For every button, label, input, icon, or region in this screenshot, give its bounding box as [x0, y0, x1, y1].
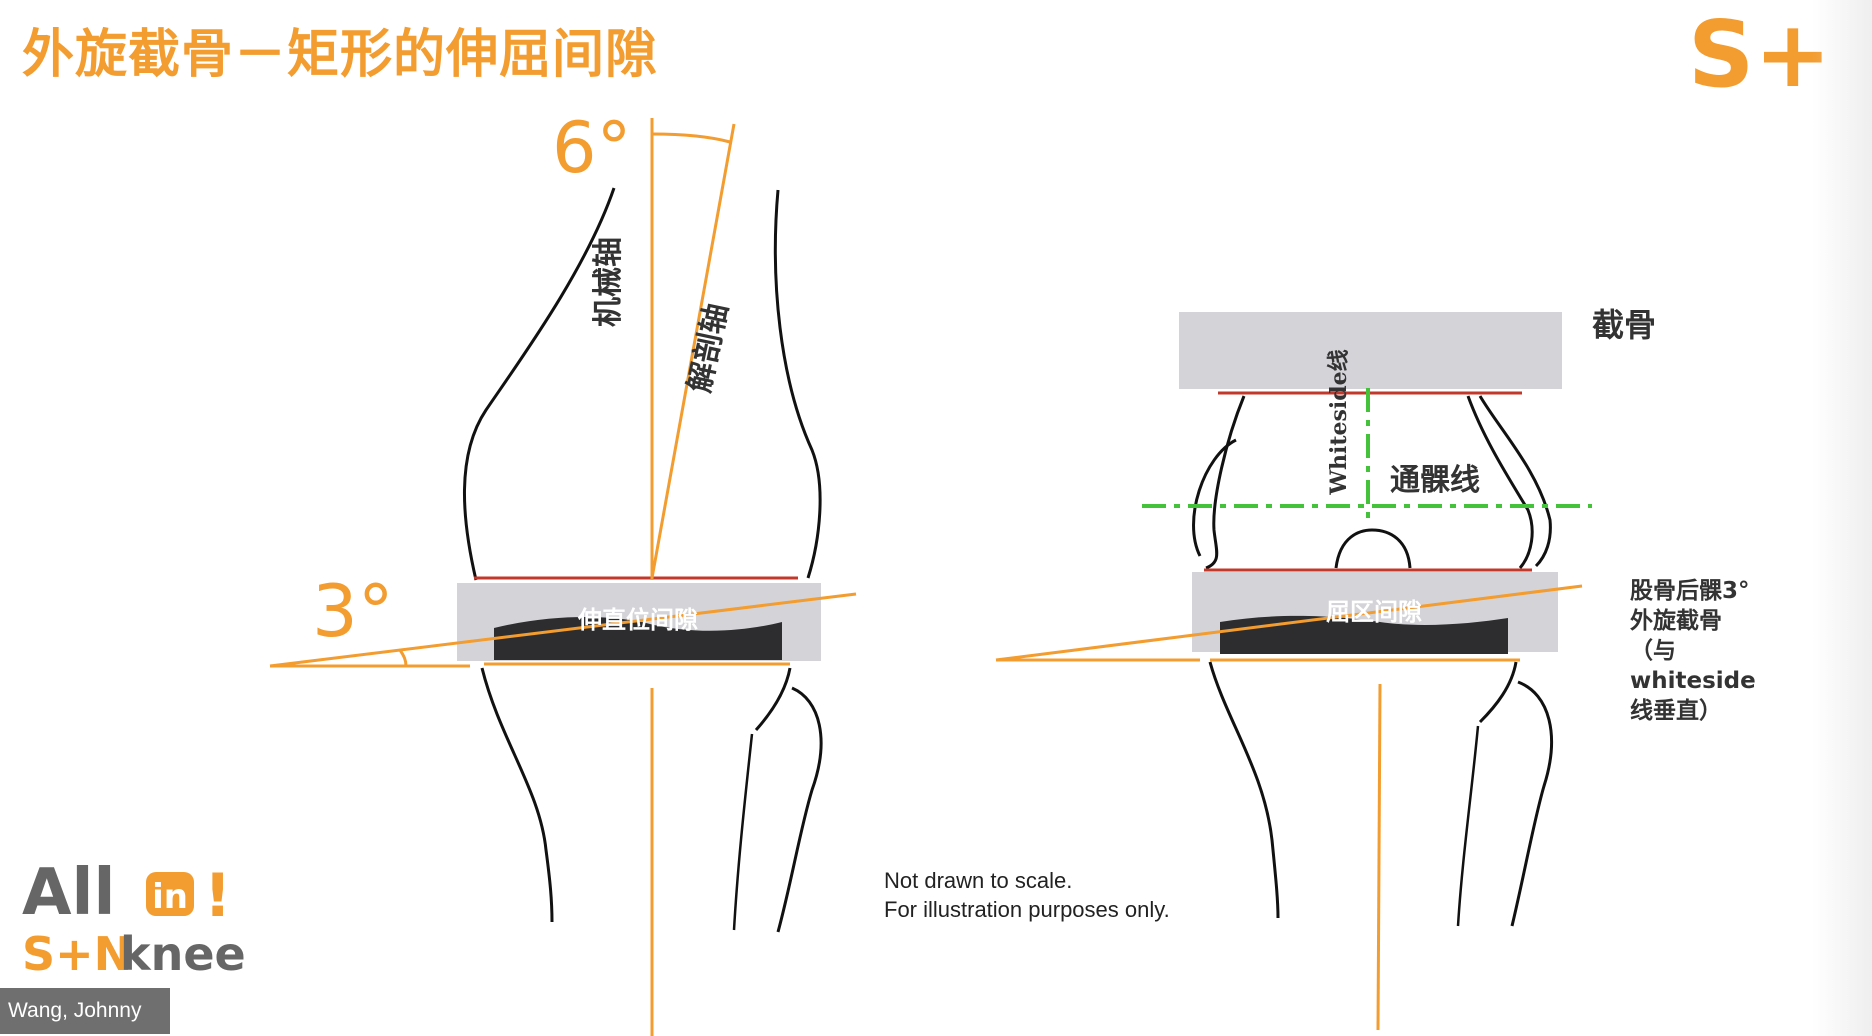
participant-name-tag: Wang, Johnny: [0, 988, 170, 1034]
right-tibia-medial-outline: [1480, 662, 1516, 722]
extension-gap-label: 伸直位间隙: [577, 606, 698, 634]
femur-cut-block: [1179, 312, 1562, 389]
logo-all-text: All: [22, 856, 115, 930]
transepicondylar-label: 通髁线: [1390, 463, 1480, 498]
six-degree-arc: [652, 134, 730, 142]
extension-knee-diagram: 6° 3° 机械轴 解剖轴 伸直位间隙: [270, 107, 856, 1036]
logo-exclaim-text: !: [204, 861, 231, 931]
intercondylar-notch: [1336, 530, 1410, 568]
left-fibula-outline: [778, 688, 821, 932]
all-in-sn-knee-logo: All in ! S+N knee: [20, 852, 250, 982]
left-femur-medial-outline: [775, 190, 820, 578]
six-degree-label: 6°: [552, 107, 632, 189]
whiteside-label: Whiteside线: [1326, 349, 1352, 495]
cut-label: 截骨: [1592, 300, 1656, 346]
rotation-label-line: （与: [1630, 636, 1756, 666]
rotation-label-line: whiteside: [1630, 666, 1756, 696]
right-fibula-inner-outline: [1458, 726, 1478, 926]
left-tibia-lateral-outline: [482, 668, 552, 922]
rotation-label-line: 外旋截骨: [1630, 606, 1756, 636]
right-tibia-lateral-outline: [1210, 662, 1278, 918]
right-vertical-axis-line: [1378, 684, 1380, 1030]
three-degree-arc: [400, 650, 406, 666]
mechanical-axis-label: 机械轴: [591, 237, 626, 327]
left-tibia-medial-outline: [756, 668, 790, 730]
logo-in-text: in: [152, 877, 188, 917]
left-fibula-inner-outline: [734, 734, 752, 930]
logo-knee-text: knee: [120, 927, 246, 981]
anatomical-axis-label: 解剖轴: [682, 300, 735, 395]
disclaimer-note: Not drawn to scale. For illustration pur…: [884, 866, 1170, 924]
right-fibula-outline: [1512, 682, 1552, 926]
flexion-gap-label: 屈区间隙: [1326, 598, 1422, 626]
right-femur-lateral-outline: [1206, 396, 1244, 568]
logo-sn-text: S+N: [22, 927, 132, 981]
right-edge-shade: [1812, 0, 1872, 1036]
note-line: Not drawn to scale.: [884, 866, 1170, 895]
note-line: For illustration purposes only.: [884, 895, 1170, 924]
rotation-label-line: 线垂直）: [1630, 696, 1756, 726]
rotation-label-line: 股骨后髁3°: [1630, 576, 1756, 606]
posterior-condyle-rotation-label: 股骨后髁3° 外旋截骨 （与 whiteside 线垂直）: [1630, 576, 1756, 726]
right-medial-condyle-bump: [1480, 396, 1550, 566]
three-degree-label: 3°: [312, 569, 394, 653]
